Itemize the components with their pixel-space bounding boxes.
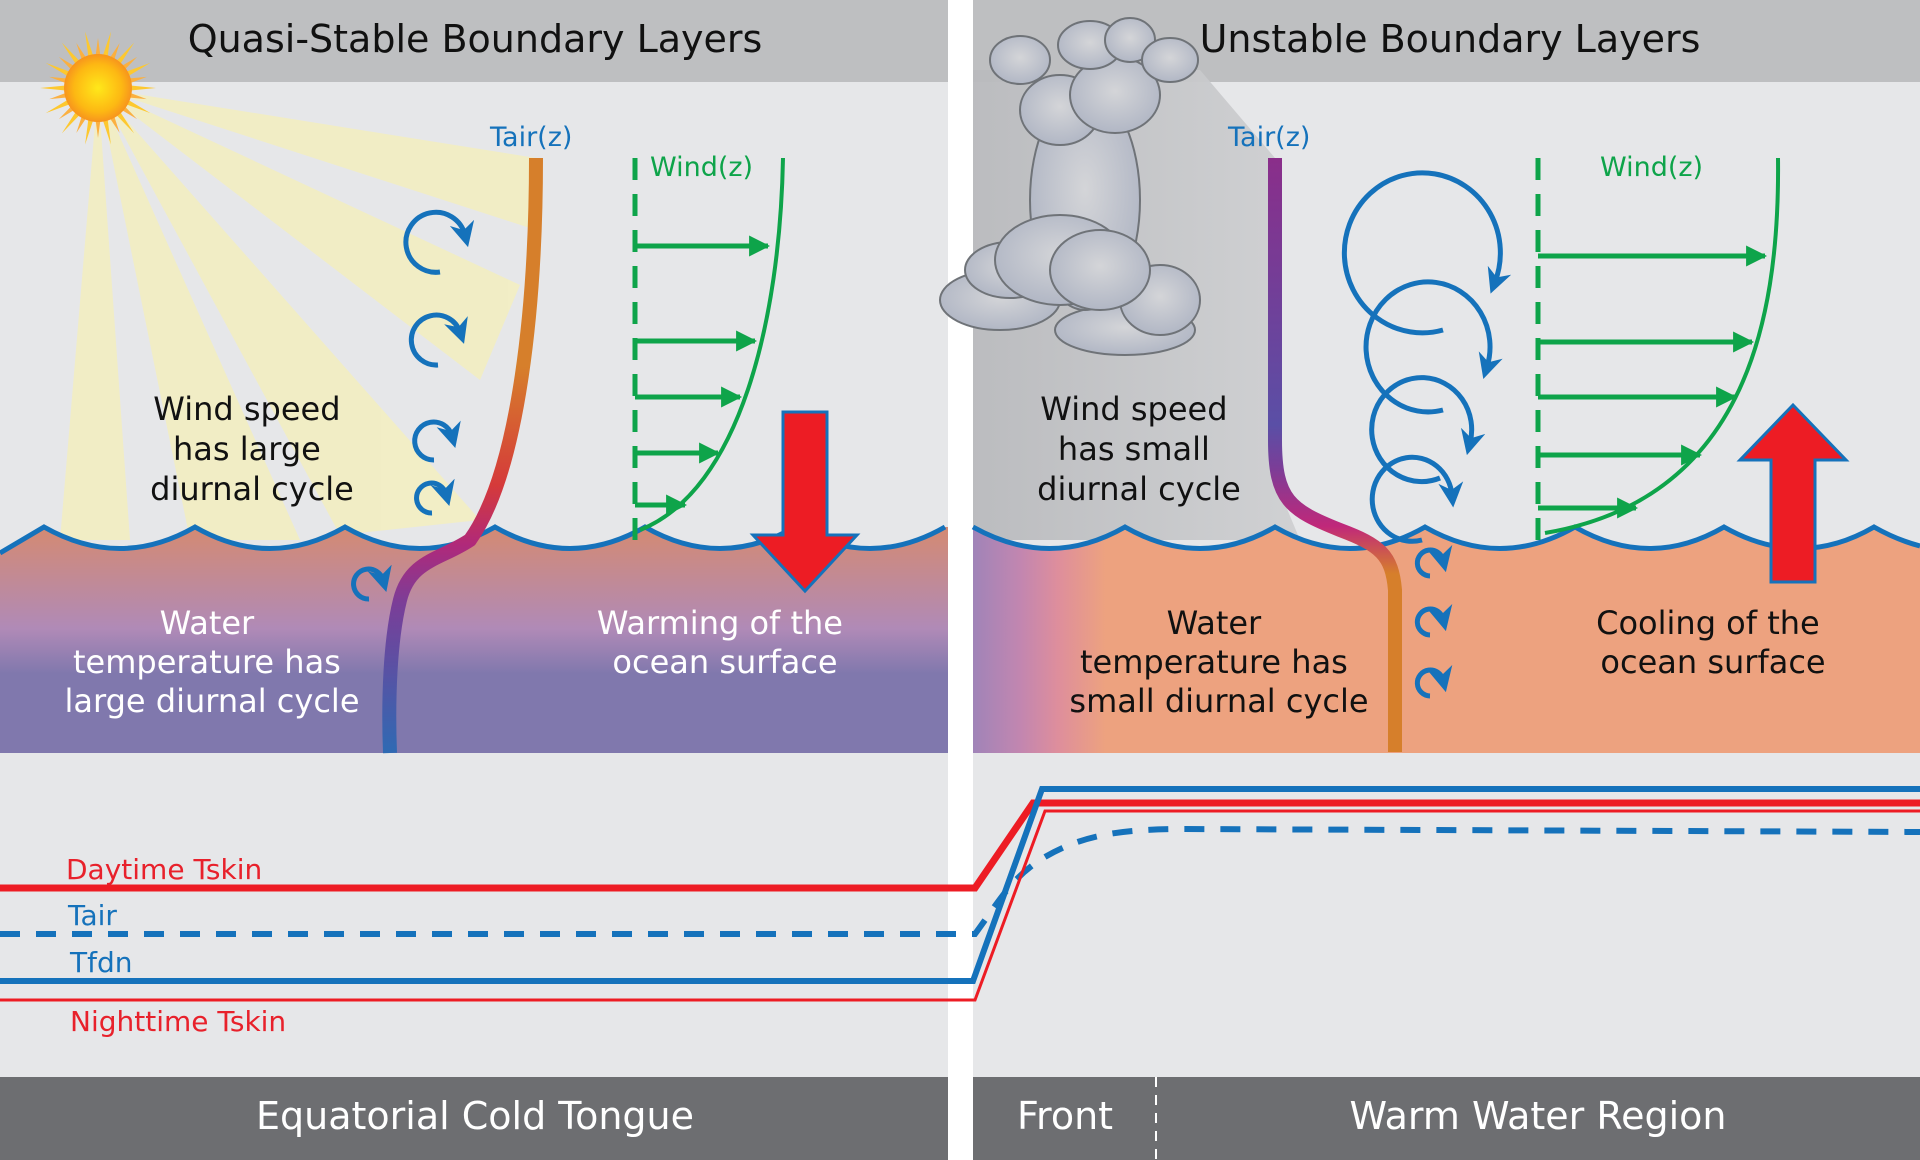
left-tair-profile <box>382 157 543 754</box>
eddy-circulation-icon <box>1369 375 1486 485</box>
sun-ray <box>127 85 156 91</box>
right-tair-label: Tair(z) <box>1227 122 1310 153</box>
left-panel: Quasi-Stable Boundary Layers Tair(z) Win… <box>0 0 948 1160</box>
sun-ray <box>95 117 101 138</box>
eddy-circulation-icon <box>1414 544 1453 579</box>
left-header-bar <box>0 0 948 82</box>
region-label-cold-tongue: Equatorial Cold Tongue <box>256 1094 694 1138</box>
legend-nighttime-tskin: Nighttime Tskin <box>70 1005 286 1038</box>
eddy-circulation-icon <box>403 209 475 275</box>
region-label-front: Front <box>1017 1094 1113 1138</box>
temperature-transects: Daytime Tskin Tair Tfdn Nighttime Tskin <box>0 786 1920 1038</box>
legend-tair: Tair <box>67 899 117 932</box>
cooling-up-arrow <box>1736 402 1850 584</box>
tfdn-line <box>0 786 1920 984</box>
sun-ray <box>49 76 70 84</box>
cold-ocean <box>0 527 948 753</box>
right-panel-title: Unstable Boundary Layers <box>1200 17 1701 61</box>
sun-icon <box>40 31 156 145</box>
right-surface-note: Cooling of the ocean surface <box>1596 604 1830 681</box>
left-footer-bar <box>0 1077 948 1160</box>
right-footer-bar <box>973 1077 1920 1160</box>
right-wind-note: Wind speed has small diurnal cycle <box>1037 390 1241 508</box>
eddy-circulation-icon <box>1414 603 1453 638</box>
left-wind-note: Wind speed has large diurnal cycle <box>150 390 354 508</box>
eddy-circulation-icon <box>1414 664 1453 699</box>
left-surface-note: Warming of the ocean surface <box>597 604 853 681</box>
legend-tfdn: Tfdn <box>69 946 132 979</box>
sun-ray <box>49 92 70 100</box>
sun-ray <box>114 42 135 67</box>
legend-daytime-tskin: Daytime Tskin <box>66 853 262 886</box>
sun-ray <box>85 116 94 145</box>
sun-ray <box>95 38 101 59</box>
sun-ray <box>102 31 111 60</box>
sun-ray <box>45 62 73 78</box>
left-eddies <box>351 209 475 602</box>
left-wind-arrows <box>635 235 771 516</box>
eddy-circulation-icon <box>412 419 461 463</box>
left-tair-label: Tair(z) <box>489 122 572 153</box>
right-wind-label: Wind(z) <box>1600 152 1703 183</box>
sun-ray <box>40 85 69 91</box>
sun-ray <box>123 62 151 78</box>
right-wind-arrows <box>1538 245 1768 519</box>
sun-ray <box>61 42 82 67</box>
left-panel-title: Quasi-Stable Boundary Layers <box>188 17 763 61</box>
eddy-circulation-icon <box>351 564 392 602</box>
eddy-circulation-icon <box>1341 170 1512 336</box>
sun-ray <box>85 31 94 60</box>
eddy-circulation-icon <box>1363 279 1503 415</box>
left-water-note: Water temperature has large diurnal cycl… <box>65 604 360 720</box>
sun-ray <box>123 98 151 114</box>
sun-ray <box>114 109 135 134</box>
sun-ray <box>126 92 147 100</box>
nighttime-tskin-line <box>0 809 1920 1002</box>
sun-ray <box>126 76 147 84</box>
eddy-circulation-icon <box>1369 454 1464 544</box>
sun-ray <box>102 116 111 145</box>
daytime-tskin-line <box>0 799 1920 892</box>
sun-ray <box>45 98 73 114</box>
cumulonimbus-cloud-icon <box>939 17 1201 356</box>
sun-rays <box>60 88 536 540</box>
warm-ocean <box>973 527 1920 753</box>
left-wind-label: Wind(z) <box>650 152 753 183</box>
right-panel: Unstable Boundary Layers Tair(z) Wind(z) <box>939 0 1920 1160</box>
warming-down-arrow <box>749 410 861 594</box>
right-water-note: Water temperature has small diurnal cycl… <box>1069 604 1368 720</box>
panel-divider <box>948 0 973 1160</box>
eddy-circulation-icon <box>408 312 468 368</box>
right-eddies <box>1341 170 1512 699</box>
right-tair-profile <box>1268 158 1402 752</box>
region-label-warm-water: Warm Water Region <box>1350 1094 1727 1138</box>
eddy-circulation-icon <box>414 478 455 516</box>
sun-ray <box>61 109 82 134</box>
